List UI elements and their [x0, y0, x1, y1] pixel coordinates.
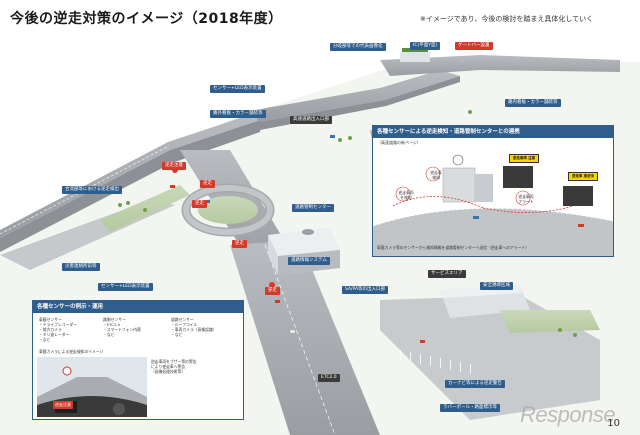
etc-label: ETC2.0 [318, 374, 340, 382]
split-point-label: 分岐部等での代表画像化 [330, 43, 386, 51]
disclaimer-note: ※イメージであり、今後の検討を踏まえ具体化していく [420, 15, 594, 23]
service-area-label: サービスエリア [428, 270, 466, 278]
wrong-way-marker-3: 逆走 [192, 200, 207, 208]
sensor-caption-2: 逆走車両をブザー等の警告 により逆走車へ警告 （画像処理技術等） [151, 359, 197, 374]
merge-warning-label: 合流部等における逆走検出 [62, 186, 122, 194]
wrong-way-marker-1: 逆走注意 [162, 162, 186, 170]
wrong-way-marker-2: 逆走 [200, 180, 215, 188]
lane-control-label: 高速道路出入口部 [290, 116, 332, 124]
sa-area-label: SA/PA等の出入口部 [342, 286, 389, 294]
detection-panel: 各種センサーによる逆走検知・道路管制センターとの連携 （高速道路の新ページ） 逆… [372, 125, 614, 257]
wrong-way-marker-4: 逆走 [232, 240, 247, 248]
lane-color-label: 路外看板・カラー舗装等 [210, 110, 266, 118]
lane-color2-label: 路内看板・カラー舗装等 [505, 99, 561, 107]
parking-sign-label: ラバーポール・路面標示等 [440, 404, 500, 412]
detect-bubble-1: 逆走車両 を検知 [398, 190, 414, 200]
road-system-label: 道路情報システム [288, 257, 330, 265]
detect-bubble-2: 逆走車両 アラート [518, 194, 534, 204]
road-center-label: 道路管制センター [292, 204, 334, 212]
sensor-col-vehicle: 車載センサー ・ドライブレコーダー ・前方カメラ ・ミリ波レーダー ・など [39, 317, 77, 342]
gate-bar-label: ゲートバー設置 [455, 42, 493, 50]
ic-entrance-label: IC(平面Y型) [410, 42, 441, 50]
detection-panel-title: 各種センサーによる逆走検知・道路管制センターとの連携 [373, 126, 613, 138]
car-navi-label: カーナビ等による逆走警告 [445, 380, 505, 388]
detection-panel-subtitle: （高速道路の新ページ） [377, 140, 421, 145]
toll-sensor-label: センサー+LED表示装置 [98, 283, 153, 291]
accident-area-label: 災害連絡所前等 [62, 263, 100, 271]
sensor-panel: 各種センサーの例示・運用 車載センサー ・ドライブレコーダー ・前方カメラ ・ミ… [32, 300, 244, 420]
wrong-way-marker-5: 逆走 [265, 287, 280, 295]
detection-illustration [373, 154, 613, 256]
response-watermark: Response [520, 402, 616, 427]
sensor-col-road: 道路センサー ・ループコイル ・車両カメラ（画像認識） ・など [171, 317, 217, 337]
sensor-caption: 車載カメラによる逆走検知のイメージ [39, 349, 104, 354]
panel-sign-2: 逆走車 接近中 [568, 172, 598, 181]
sensor-col-roadside: 路側センサー ・ETC2.0 ・スマートフォン内蔵 ・など [103, 317, 141, 337]
page-title: 今後の逆走対策のイメージ（2018年度） [10, 11, 283, 27]
sensor-led-top-label: センサー+LED表示装置 [210, 85, 265, 93]
sensor-panel-title: 各種センサーの例示・運用 [33, 301, 243, 313]
dashboard-alert-badge: 逆走注意 [53, 401, 73, 409]
detect-bubble-3: 逆走車 検知 [430, 170, 442, 180]
panel-sign-1: 逆走車両 注意 [509, 154, 539, 163]
page-number: 10 [607, 418, 620, 429]
detection-panel-note: 車載カメラ等のセンサーから検知情報を道路管制センターへ送信（逆走車へのアラート） [377, 245, 529, 250]
safety-area-label: 安全誘導区域 [480, 282, 513, 290]
